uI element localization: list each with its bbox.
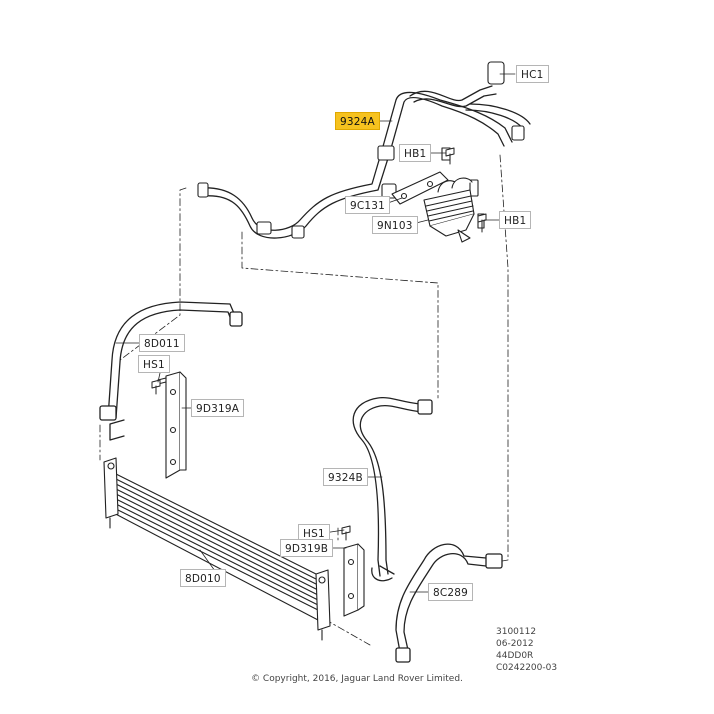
- callout-8d010[interactable]: 8D010: [180, 569, 226, 587]
- callout-9324a-highlighted[interactable]: 9324A: [335, 112, 380, 130]
- callout-8c289[interactable]: 8C289: [428, 583, 474, 601]
- reference-line-4: C0242200-03: [496, 663, 558, 673]
- reference-line-2: 06-2012: [496, 639, 534, 649]
- fasteners: [151, 147, 487, 541]
- callout-9d319b[interactable]: 9D319B: [280, 539, 334, 557]
- hose-9324b: [352, 396, 433, 582]
- hose-8c289: [395, 543, 503, 663]
- copyright-notice: © Copyright, 2016, Jaguar Land Rover Lim…: [251, 674, 463, 684]
- reference-codes: 3100112 06-2012 44DD0R C0242200-03: [496, 626, 557, 674]
- callout-9324b[interactable]: 9324B: [323, 468, 368, 486]
- callout-hb1-right[interactable]: HB1: [499, 211, 532, 229]
- hose-8d011: [99, 301, 243, 441]
- callout-hs1-left[interactable]: HS1: [138, 355, 170, 373]
- callout-hb1-top[interactable]: HB1: [399, 144, 432, 162]
- callout-9c131[interactable]: 9C131: [345, 196, 391, 214]
- callout-9n103[interactable]: 9N103: [372, 216, 418, 234]
- radiator-8d010: [103, 457, 331, 641]
- callout-hc1[interactable]: HC1: [516, 65, 549, 83]
- callout-8d011[interactable]: 8D011: [139, 334, 185, 352]
- bracket-9c131: [391, 171, 449, 205]
- cooler-9n103: [423, 147, 485, 243]
- bracket-9d319a: [157, 371, 187, 479]
- callout-hs1-right[interactable]: HS1: [298, 524, 330, 542]
- callout-9d319a[interactable]: 9D319A: [191, 399, 245, 417]
- reference-line-1: 3100112: [496, 627, 537, 637]
- reference-line-3: 44DD0R: [496, 651, 534, 661]
- bracket-9d319b: [343, 543, 365, 617]
